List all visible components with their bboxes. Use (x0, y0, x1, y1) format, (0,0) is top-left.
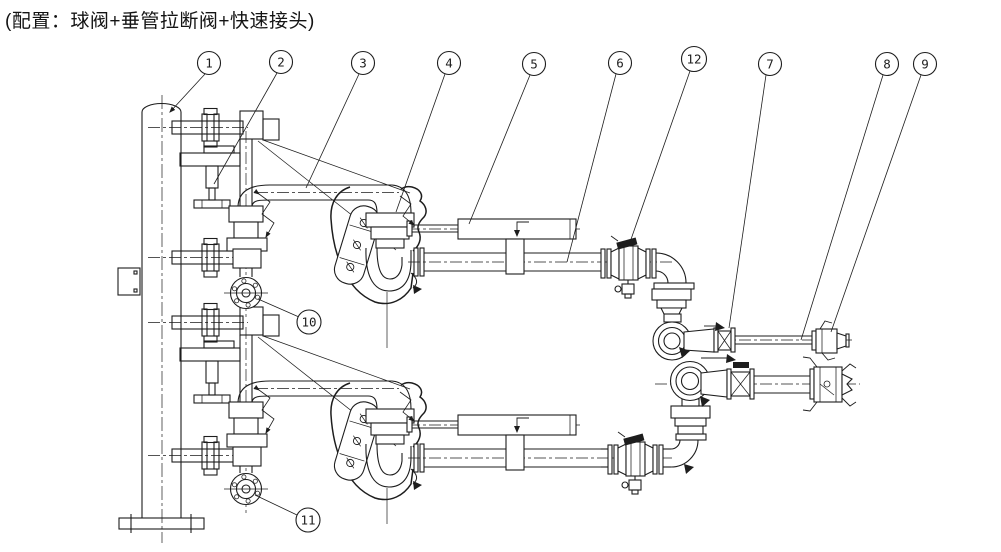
base-flange (118, 517, 205, 530)
svg-text:11: 11 (300, 513, 315, 528)
callout-5: 5 (468, 51, 547, 225)
callout-10: 10 (257, 298, 322, 335)
terminal-upper (651, 252, 852, 361)
svg-text:1: 1 (205, 56, 213, 71)
svg-text:4: 4 (445, 56, 453, 71)
breakaway-valve-lower (670, 405, 711, 419)
svg-text:7: 7 (766, 57, 774, 72)
bracket-3 (147, 302, 249, 343)
svg-text:9: 9 (921, 57, 929, 72)
support-post (117, 95, 205, 543)
svg-text:8: 8 (883, 57, 891, 72)
junction-box (117, 267, 141, 296)
callout-7: 7 (728, 51, 783, 329)
svg-text:6: 6 (616, 56, 624, 71)
tee-block-lower (232, 446, 262, 467)
inlet-riser-upper (223, 130, 269, 318)
loading-arm-lower (238, 336, 672, 500)
inlet-riser-lower (223, 326, 269, 514)
terminal-lower (655, 354, 860, 474)
drawing-title: (配置：球阀+垂管拉断阀+快速接头) (5, 11, 315, 32)
quick-coupler-lower (813, 366, 843, 403)
callout-6: 6 (566, 50, 633, 263)
callouts: 1 2 3 4 5 (169, 45, 938, 533)
svg-text:12: 12 (686, 52, 701, 67)
ball-valve-lower (607, 431, 664, 495)
svg-text:5: 5 (530, 57, 538, 72)
loading-arm-upper (238, 140, 672, 304)
svg-text:2: 2 (277, 55, 285, 70)
callout-8: 8 (800, 51, 900, 341)
callout-9: 9 (830, 51, 938, 333)
tee-block-upper (232, 248, 262, 269)
bracket-1 (147, 107, 249, 148)
ball-valve-upper (600, 235, 657, 299)
callout-3: 3 (305, 50, 376, 189)
callout-2: 2 (213, 49, 294, 185)
callout-4: 4 (395, 50, 462, 213)
svg-text:3: 3 (359, 56, 367, 71)
callout-11: 11 (254, 494, 321, 533)
t-bolt-upper (179, 145, 241, 209)
t-bolt-lower (179, 340, 241, 404)
callout-12: 12 (628, 45, 708, 246)
breakaway-valve-upper (651, 288, 692, 301)
callout-1: 1 (169, 50, 222, 113)
svg-text:10: 10 (301, 315, 316, 330)
quick-coupler-upper (815, 328, 838, 354)
